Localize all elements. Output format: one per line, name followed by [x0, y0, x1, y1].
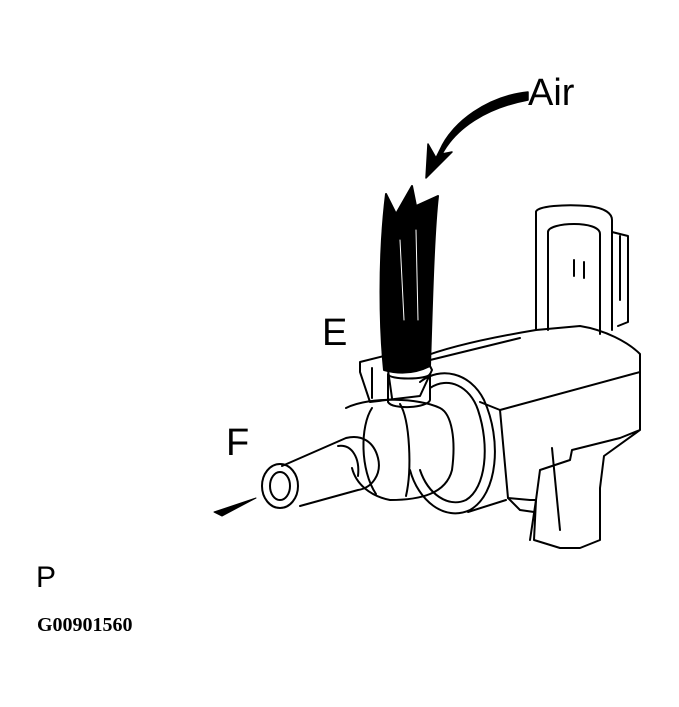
port-f-flow-arrow: [213, 497, 257, 517]
valve-center: [345, 398, 455, 501]
port-f-tube: [261, 436, 380, 509]
hose-on-port-e: [379, 185, 439, 374]
label-air: Air: [528, 72, 575, 114]
electrical-connector: [535, 204, 629, 335]
label-f: F: [226, 422, 250, 464]
air-flow-arrow: [425, 91, 529, 179]
label-e: E: [322, 312, 348, 354]
label-p: P: [36, 561, 57, 594]
solenoid-body: [419, 325, 641, 549]
figure-code: G00901560: [37, 614, 133, 636]
mounting-flange: [409, 372, 507, 515]
